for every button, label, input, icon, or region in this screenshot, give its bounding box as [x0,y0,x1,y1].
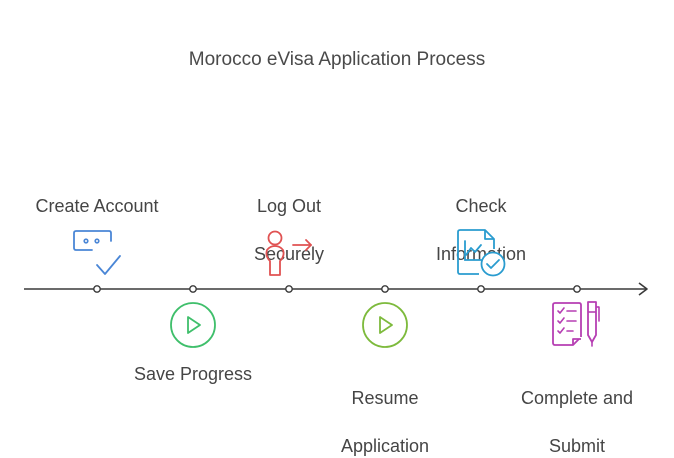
document-check-icon [457,229,506,277]
play-circle-icon [170,302,216,348]
play-circle-icon [362,302,408,348]
step-label-line: Log Out [256,196,322,216]
step-label-create-account: Create Account [35,196,159,216]
timeline-node-4 [381,285,389,293]
step-label-line: Application [340,436,430,456]
step-label-log-out-securely: Log Out Securely [209,170,369,266]
timeline-node-6 [573,285,581,293]
timeline-arrowhead [638,282,648,296]
step-label-save-progress: Save Progress [133,364,253,384]
user-logout-icon [265,230,312,276]
timeline-node-2 [189,285,197,293]
step-label-line: Check [455,196,507,216]
timeline-node-5 [477,285,485,293]
step-label-line: Resume [351,388,419,408]
step-label-line: Submit [548,436,606,456]
checklist-pen-icon [552,301,600,347]
step-label-complete-and-submit: Complete and Submit [497,362,657,458]
timeline-node-1 [93,285,101,293]
timeline-node-3 [285,285,293,293]
account-check-icon [73,230,121,275]
step-label-line: Complete and [520,388,634,408]
diagram-title: Morocco eVisa Application Process [188,49,486,70]
step-label-resume-application: Resume Application [305,362,465,458]
